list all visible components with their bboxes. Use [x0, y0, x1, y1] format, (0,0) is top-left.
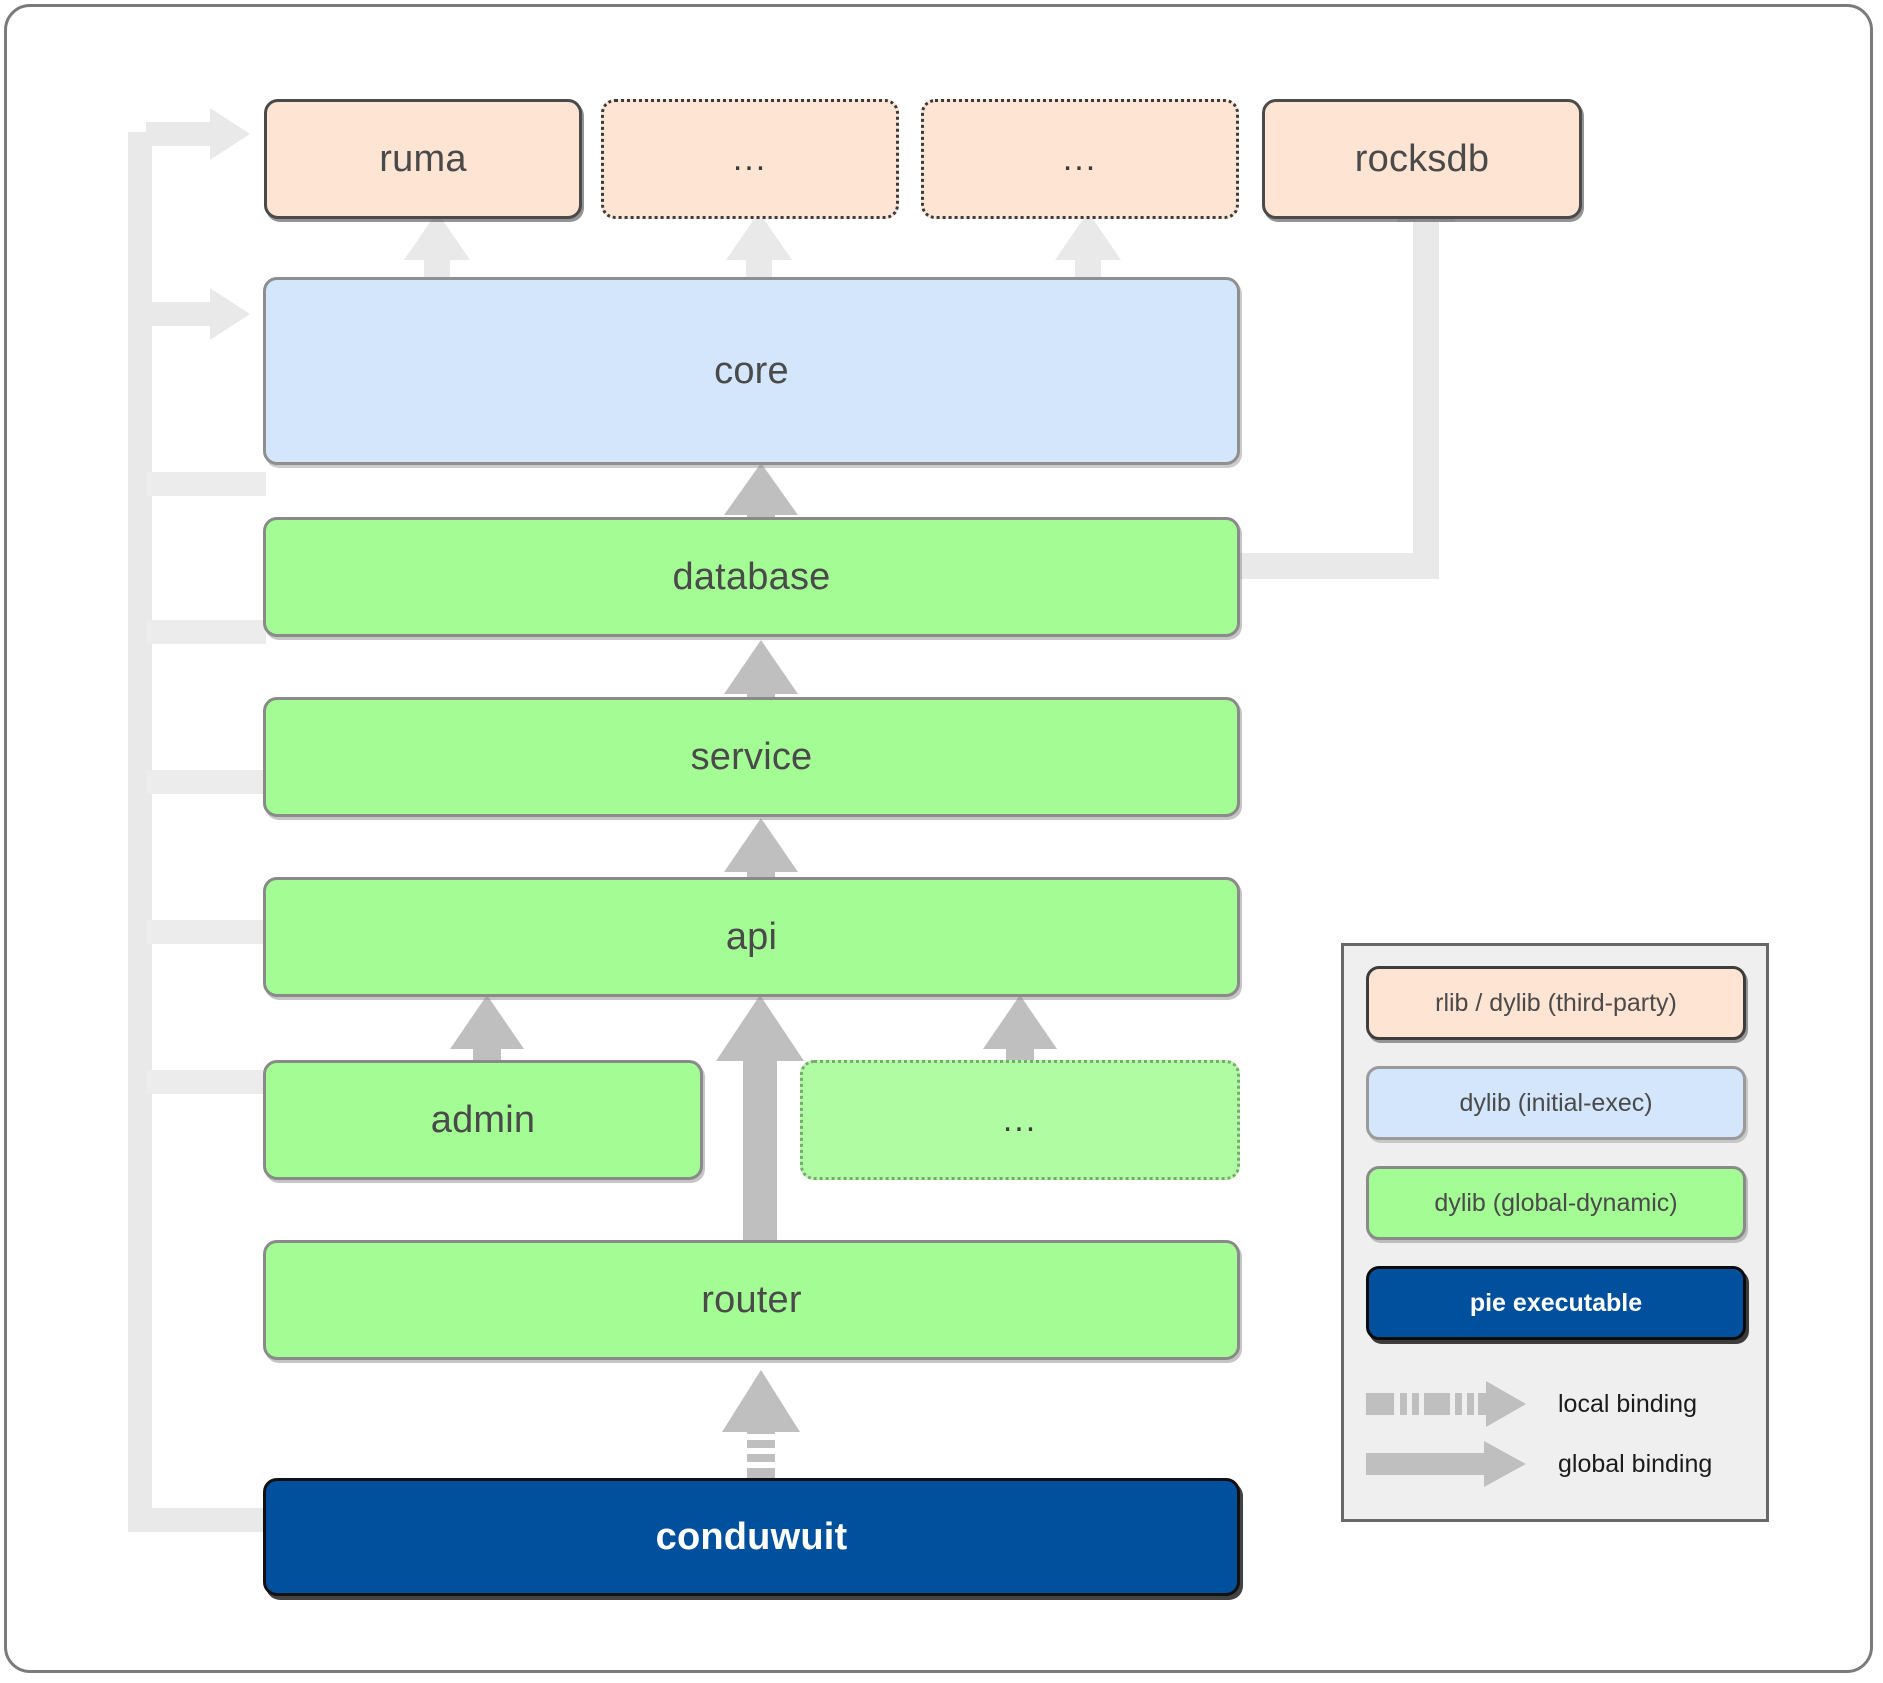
- legend-item-label: dylib (global-dynamic): [1434, 1188, 1678, 1217]
- legend-item-label: pie executable: [1469, 1288, 1643, 1317]
- node-api[interactable]: api: [263, 877, 1240, 997]
- node-label: rocksdb: [1354, 137, 1490, 180]
- legend-binding-global: global binding: [1366, 1436, 1756, 1492]
- node-thirdparty-more-1[interactable]: ...: [601, 99, 899, 219]
- legend-item-label: dylib (initial-exec): [1459, 1088, 1653, 1117]
- node-service[interactable]: service: [263, 697, 1240, 817]
- node-rocksdb[interactable]: rocksdb: [1262, 99, 1582, 219]
- node-thirdparty-more-2[interactable]: ...: [921, 99, 1239, 219]
- conduwuit-global-binding-bus: [110, 108, 330, 1540]
- node-conduwuit[interactable]: conduwuit: [263, 1478, 1240, 1596]
- legend-item-global-dynamic: dylib (global-dynamic): [1366, 1166, 1746, 1240]
- edge-router-to-api: [710, 995, 810, 1250]
- node-label: admin: [430, 1098, 536, 1141]
- node-label: api: [725, 915, 778, 958]
- legend-item-initial-exec: dylib (initial-exec): [1366, 1066, 1746, 1140]
- node-label: ...: [1002, 1100, 1038, 1139]
- legend-binding-label: global binding: [1558, 1449, 1713, 1478]
- legend-binding-local: local binding: [1366, 1376, 1756, 1432]
- node-label: database: [672, 555, 831, 598]
- edge-database-to-rocksdb: [1230, 160, 1460, 580]
- node-label: ...: [732, 139, 768, 178]
- node-database[interactable]: database: [263, 517, 1240, 637]
- node-core[interactable]: core: [263, 277, 1240, 465]
- dashed-arrow-icon: [1366, 1381, 1526, 1427]
- legend-panel: rlib / dylib (third-party) dylib (initia…: [1341, 943, 1769, 1522]
- legend-item-pie-executable: pie executable: [1366, 1266, 1746, 1340]
- legend-binding-label: local binding: [1558, 1389, 1697, 1418]
- solid-arrow-icon: [1366, 1441, 1526, 1487]
- edge-conduwuit-to-router-local: [716, 1370, 806, 1495]
- node-ruma[interactable]: ruma: [264, 99, 582, 219]
- node-globaldynamic-more[interactable]: ...: [800, 1060, 1240, 1180]
- node-label: conduwuit: [655, 1515, 848, 1558]
- node-label: ruma: [379, 137, 467, 180]
- node-label: service: [690, 735, 813, 778]
- legend-item-third-party: rlib / dylib (third-party): [1366, 966, 1746, 1040]
- node-router[interactable]: router: [263, 1240, 1240, 1360]
- node-label: router: [701, 1278, 802, 1321]
- node-admin[interactable]: admin: [263, 1060, 703, 1180]
- legend-item-label: rlib / dylib (third-party): [1435, 988, 1677, 1017]
- node-label: core: [714, 349, 789, 392]
- node-label: ...: [1062, 139, 1098, 178]
